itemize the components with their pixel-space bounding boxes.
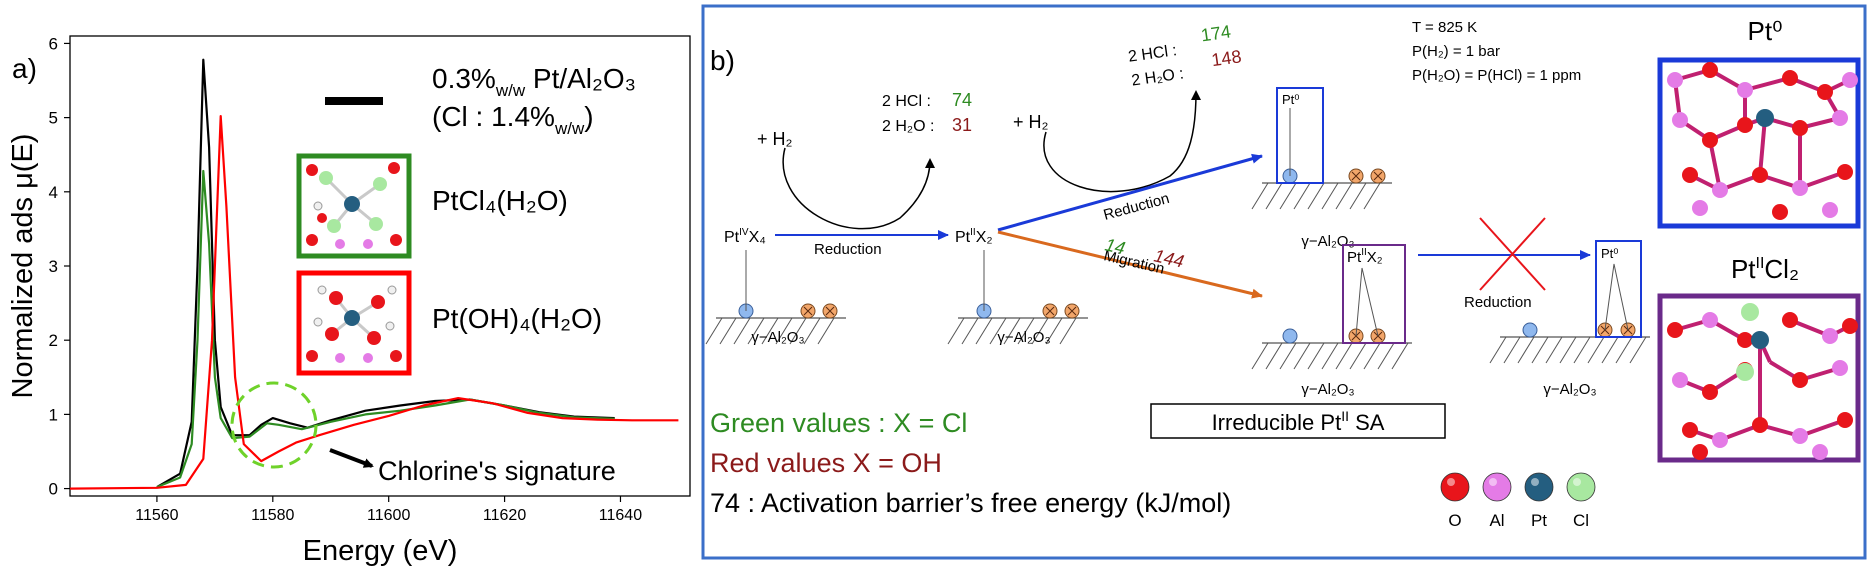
pt0-structure-image [1657, 57, 1861, 229]
pt0-small-label-top: Pt⁰ [1282, 92, 1300, 107]
series-line-2 [69, 115, 679, 490]
hcl-barrier-step1: 74 [952, 90, 972, 110]
surface-2 [947, 250, 1088, 345]
h2-curved-arrow-step2 [1043, 90, 1201, 193]
hcl-label-step2: 2 HCl : [1127, 42, 1178, 66]
pt0-box-right [1595, 240, 1642, 338]
condition-h2-pressure: P(H₂) = 1 bar [1412, 43, 1500, 60]
reduction-label-step1: Reduction [814, 241, 882, 258]
migration-barrier-cl: 14 [1103, 234, 1127, 258]
step2-values: 2 HCl : 174 2 H₂O : 148 [1127, 21, 1243, 89]
x-tick-label-0: 11560 [135, 507, 178, 524]
x-tick-label-2: 11600 [367, 507, 410, 524]
atom-legend-item-al: Al [1482, 472, 1512, 530]
h2o-label-step2: 2 H₂O : [1130, 65, 1184, 89]
ptiv-x4-label: PtIVX₄ [724, 227, 766, 246]
h2o-label-step1: 2 H₂O : [882, 118, 934, 135]
ptoh4-label: Pt(OH)₄(H₂O) [432, 303, 602, 334]
surfaces-layer [705, 108, 1650, 370]
y-axis-ticks: 0 1 2 3 4 5 6 [49, 34, 70, 499]
hcl-label-step1: 2 HCl : [882, 93, 931, 110]
x-axis-label: Energy (eV) [303, 535, 458, 567]
panel-b-scheme: b) T = 825 K P(H₂) = 1 bar P(H₂O) = P(HC… [701, 4, 1867, 560]
y-tick-label-0: 0 [49, 480, 58, 499]
x-tick-label-3: 11620 [483, 507, 526, 524]
surface-1 [705, 250, 846, 345]
red-values-note: Red values X = OH [710, 448, 942, 478]
support-label-5: γ−Al₂O₃ [1543, 381, 1596, 398]
irreducible-box [1150, 403, 1446, 439]
h2-label-step2: + H₂ [1013, 112, 1049, 132]
h2o-barrier-step2: 148 [1210, 46, 1243, 70]
series-layer [69, 58, 679, 490]
ptcl4-structure-inset [296, 153, 412, 259]
y-tick-label-4: 4 [49, 183, 58, 202]
y-tick-label-2: 2 [49, 331, 58, 350]
pt0-structure-title: Pt⁰ [1748, 16, 1783, 46]
atom-legend-item-pt: Pt [1524, 472, 1554, 530]
support-label-1: γ−Al₂O₃ [751, 329, 804, 346]
ptii-x2-label: PtIIX₂ [955, 227, 993, 246]
atom-legend-label-cl: Cl [1573, 511, 1589, 530]
scale-bar [325, 97, 383, 105]
atom-legend: O Al Pt Cl [1440, 472, 1596, 530]
ptcl4-molecule-image [306, 162, 402, 249]
chlorine-signature-label: Chlorine's signature [378, 456, 616, 486]
chlorine-signature-circle [230, 381, 318, 469]
x-tick-label-4: 11640 [599, 507, 642, 524]
green-values-note: Green values : X = Cl [710, 408, 967, 438]
reduction-label-step2: Reduction [1102, 190, 1172, 224]
x-axis-ticks: 11560 11580 11600 11620 11640 [135, 496, 642, 524]
y-tick-label-6: 6 [49, 34, 58, 53]
annotation-arrow [329, 448, 374, 468]
atom-legend-label-o: O [1448, 511, 1461, 530]
reduction-label-blocked: Reduction [1464, 294, 1532, 311]
h2-curved-arrow-step1 [782, 147, 935, 230]
irreducible-label: Irreducible PtII SA [1212, 408, 1385, 435]
atom-legend-label-pt: Pt [1531, 511, 1547, 530]
blocked-cross-line-2 [1479, 217, 1546, 291]
atom-legend-label-al: Al [1489, 511, 1504, 530]
ptii-x2-box-label: PtIIX₂ [1347, 247, 1383, 266]
sample-label: 0.3%w/w Pt/Al₂O₃ [432, 63, 636, 100]
atom-legend-item-o: O [1440, 472, 1470, 530]
panel-b-frame [701, 4, 1867, 560]
pt0-small-label-right: Pt⁰ [1601, 246, 1619, 261]
barrier-note: 74 : Activation barrier’s free energy (k… [710, 488, 1231, 518]
panel-b-label: b) [710, 45, 735, 76]
migration-arrow [997, 230, 1263, 299]
reduction-arrow-step2 [997, 153, 1263, 232]
atom-legend-item-cl: Cl [1566, 472, 1596, 530]
h2-label-step1: + H₂ [757, 129, 793, 149]
pt0-box-top [1276, 87, 1324, 184]
y-tick-label-5: 5 [49, 109, 58, 128]
support-label-3: γ−Al₂O₃ [1301, 233, 1354, 250]
support-label-4: γ−Al₂O₃ [1301, 381, 1354, 398]
chlorine-content-label: (Cl : 1.4%w/w) [432, 101, 594, 138]
hcl-barrier-step2: 174 [1200, 21, 1233, 45]
surface-5 [1489, 263, 1650, 364]
condition-h2o-hcl-pressure: P(H₂O) = P(HCl) = 1 ppm [1412, 67, 1581, 84]
surface-4 [1251, 267, 1412, 370]
y-axis-label: Normalized ads μ(E) [7, 134, 39, 399]
ptcl2-structure-title: PtIICl₂ [1731, 254, 1799, 284]
ptoh4-molecule-image [306, 285, 402, 363]
ptoh4-structure-inset [296, 270, 412, 376]
panel-a-chart: a) 11560 11580 11600 11620 11640 0 1 2 3 4 5 6 Ene… [7, 34, 691, 567]
h2o-barrier-step1: 31 [952, 115, 972, 135]
support-label-2: γ−Al₂O₃ [997, 329, 1050, 346]
y-tick-label-3: 3 [49, 257, 58, 276]
condition-temperature: T = 825 K [1412, 19, 1477, 36]
ptii-x2-box [1342, 244, 1406, 344]
y-tick-label-1: 1 [49, 405, 58, 424]
x-tick-label-1: 11580 [251, 507, 294, 524]
ptcl4-label: PtCl₄(H₂O) [432, 185, 568, 216]
panel-a-label: a) [12, 53, 37, 84]
ptcl2-structure-image [1657, 293, 1861, 463]
